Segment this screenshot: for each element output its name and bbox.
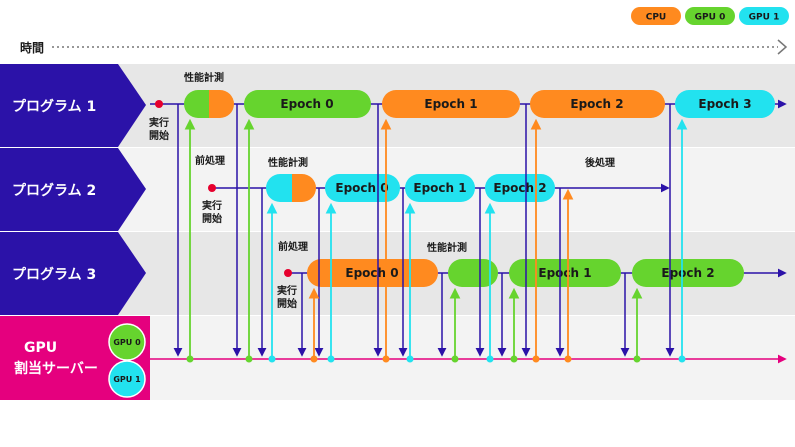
program-3-epoch-2-label: Epoch 2 xyxy=(661,266,714,280)
program-2-start-label-2: 開始 xyxy=(202,212,222,225)
program-1-perf-gpu0-pill xyxy=(184,90,209,118)
program-2-epoch-0-label: Epoch 0 xyxy=(335,181,388,195)
timeline: 時間 xyxy=(20,39,788,55)
program-1-epoch-3 xyxy=(675,90,775,118)
program-3-start-label-1: 実行 xyxy=(277,284,297,297)
server-dot xyxy=(678,355,686,363)
gpu-server-title-line2: 割当サーバー xyxy=(14,360,98,377)
program-1-start-label-1: 実行 xyxy=(149,116,169,129)
program-3-pre-label: 前処理 xyxy=(278,240,308,253)
program-2-epoch-2 xyxy=(485,174,555,202)
server-dot xyxy=(532,355,540,363)
server-dot xyxy=(382,355,390,363)
program-3-start-label-2: 開始 xyxy=(277,297,297,310)
legend-cpu-swatch xyxy=(631,7,681,25)
server-dot xyxy=(486,355,494,363)
gpu1-circle-label: GPU 1 xyxy=(113,375,141,384)
program-2-flow: 前処理 実行 開始 性能計測 Epoch 0 Epoch 1 Epoch 2 後… xyxy=(195,154,670,225)
timeline-label: 時間 xyxy=(20,40,44,55)
gpu0-circle xyxy=(108,323,146,361)
program-1-start-dot xyxy=(155,100,163,108)
program-3-epoch-1-label: Epoch 1 xyxy=(538,266,591,280)
program-3-perf-gpu0-pill xyxy=(448,259,498,287)
program-1-epoch-2 xyxy=(530,90,665,118)
lane-label-program-3: プログラム 3 xyxy=(12,266,96,283)
lane-label-program-1: プログラム 1 xyxy=(12,98,96,115)
program-3-epoch-1 xyxy=(509,259,621,287)
program-1-epoch-1 xyxy=(382,90,520,118)
program-2-epoch-0 xyxy=(325,174,400,202)
program-1-epoch-0 xyxy=(244,90,371,118)
program-1-epoch-3-label: Epoch 3 xyxy=(698,97,751,111)
timeline-arrowhead xyxy=(777,39,788,55)
server-dot xyxy=(451,355,459,363)
legend: CPU GPU 0 GPU 1 xyxy=(631,7,789,25)
server-dot xyxy=(327,355,335,363)
legend-cpu-label: CPU xyxy=(646,13,667,23)
program-2-epoch-2-label: Epoch 2 xyxy=(493,181,546,195)
program-2-perf-gpu1-pill xyxy=(266,174,292,202)
program-2-pre-label: 前処理 xyxy=(195,154,225,167)
gpu-server: GPU 割当サーバー GPU 0 GPU 1 xyxy=(0,316,150,400)
program-2-start-dot xyxy=(208,184,216,192)
gpu1-circle xyxy=(108,360,146,398)
lane-label-program-2: プログラム 2 xyxy=(12,182,96,199)
legend-gpu1-label: GPU 1 xyxy=(749,13,780,23)
program-1-perf-label: 性能計測 xyxy=(183,71,224,84)
program-2-post-label: 後処理 xyxy=(585,156,615,169)
legend-gpu1-swatch xyxy=(739,7,789,25)
program-3-epoch-2 xyxy=(632,259,744,287)
program-1-flow: 実行 開始 性能計測 Epoch 0 Epoch 1 Epoch 2 Epoch… xyxy=(149,71,787,142)
server-dot xyxy=(268,355,276,363)
program-2-perf-cpu-pill xyxy=(292,174,316,202)
lane-chevron-program-1 xyxy=(0,64,146,147)
program-1-epoch-2-label: Epoch 2 xyxy=(570,97,623,111)
lane-chevron-program-2 xyxy=(0,148,146,231)
program-2-perf-label: 性能計測 xyxy=(267,156,308,169)
program-1-epoch-1-label: Epoch 1 xyxy=(424,97,477,111)
legend-gpu0-swatch xyxy=(685,7,735,25)
lane-chevron-program-3 xyxy=(0,232,146,315)
server-dot xyxy=(633,355,641,363)
server-dot xyxy=(510,355,518,363)
program-3-perf-label: 性能計測 xyxy=(426,241,467,254)
program-2-epoch-1-label: Epoch 1 xyxy=(413,181,466,195)
server-dot xyxy=(310,355,318,363)
lane-labels: プログラム 1 プログラム 2 プログラム 3 xyxy=(0,64,146,315)
server-dot xyxy=(564,355,572,363)
program-1-perf-cpu-pill xyxy=(209,90,234,118)
server-dot xyxy=(245,355,253,363)
program-2-start-label-1: 実行 xyxy=(202,199,222,212)
gpu-server-title-line1: GPU xyxy=(24,340,57,356)
program-3-start-dot xyxy=(284,269,292,277)
gpu0-circle-label: GPU 0 xyxy=(113,338,141,347)
program-1-start-label-2: 開始 xyxy=(149,129,169,142)
legend-gpu0-label: GPU 0 xyxy=(695,13,726,23)
program-3-epoch-0 xyxy=(307,259,438,287)
server-dot xyxy=(406,355,414,363)
server-dot xyxy=(186,355,194,363)
program-1-epoch-0-label: Epoch 0 xyxy=(280,97,333,111)
program-2-epoch-1 xyxy=(405,174,475,202)
program-3-epoch-0-label: Epoch 0 xyxy=(345,266,398,280)
allocation-connectors xyxy=(173,104,688,363)
